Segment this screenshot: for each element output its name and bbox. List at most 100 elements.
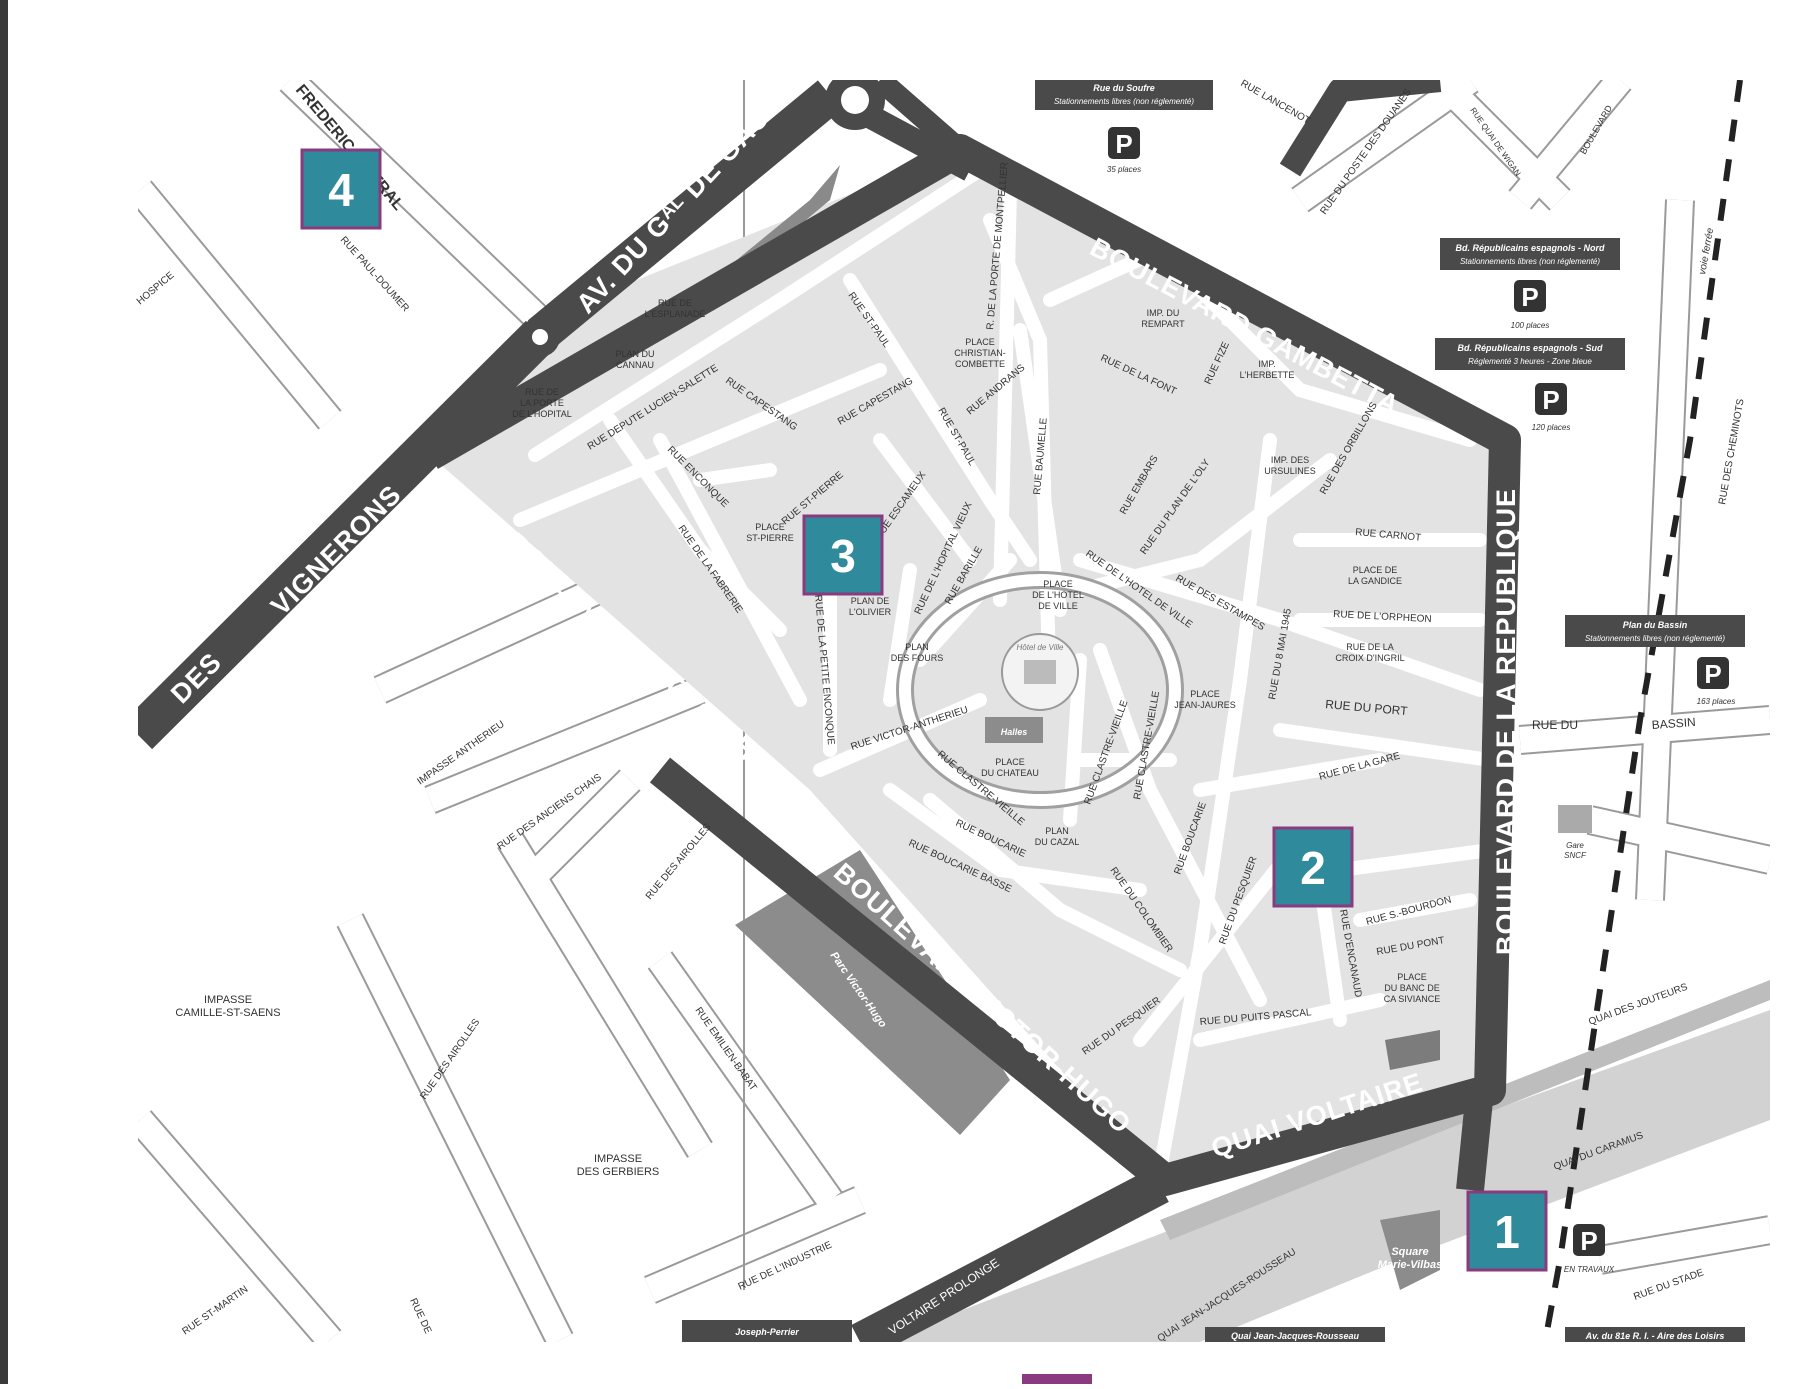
place-fours-2: DES FOURS [891,653,944,663]
parking-caption: EN TRAVAUX [1564,1265,1615,1274]
place-jean-jaures-2: JEAN-JAURES [1174,700,1236,710]
place-cazal-2: DU CAZAL [1035,837,1080,847]
parking-icon [1535,383,1567,415]
place-jean-jaures-1: PLACE [1190,689,1220,699]
bottom-label-panel [1565,1327,1745,1342]
place-croix-ingril-2: CROIX D'INGRIL [1335,653,1404,663]
place-banc-3: CA SIVIANCE [1384,994,1441,1004]
parking-en-travaux[interactable]: P EN TRAVAUX [1564,1224,1615,1274]
marker-label: 1 [1494,1206,1520,1258]
parking-subtitle: Stationnements libres (non réglementé) [1460,257,1600,266]
place-gandice-1: PLACE DE [1353,565,1398,575]
parking-title: Rue du Soufre [1093,83,1155,93]
place-banc-area [1385,1030,1440,1070]
parking-icon [1573,1224,1605,1256]
place-cannau-2: CANNAU [616,360,654,370]
parking-subtitle: Réglementé 3 heures - Zone bleue [1468,357,1592,366]
parking-panel [1440,238,1620,270]
marker-box [1466,1190,1548,1272]
parking-republicains-nord[interactable]: Bd. Républicains espagnols - Nord Statio… [1440,238,1620,330]
marker-1[interactable]: 1 [1466,1190,1548,1272]
parking-title: Bd. Républicains espagnols - Nord [1455,243,1605,253]
parking-panel [1565,615,1745,647]
place-christian-3: COMBETTE [955,359,1005,369]
place-olivier-1: PLAN DE [851,596,890,606]
place-gerbiers-1: IMPASSE [594,1153,642,1165]
place-imp-herbette-1: IMP. [1258,359,1275,369]
place-porte-hopital-2: LA PORTE [520,398,564,408]
gare-icon [1558,805,1592,833]
railway-line [1542,80,1743,1342]
label-hotel-de-ville: Hôtel de Ville [1017,643,1065,652]
marker-2[interactable]: 2 [1272,826,1354,908]
place-gerbiers-2: DES GERBIERS [577,1166,660,1178]
parking-symbol: P [1580,1226,1597,1256]
place-christian-1: PLACE [965,337,995,347]
bottom-label-panel [682,1320,852,1342]
parking-subtitle: Stationnements libres (non réglementé) [1585,634,1725,643]
place-chateau-2: DU CHATEAU [981,768,1039,778]
parking-panel [1035,80,1213,110]
parking-caption: 100 places [1511,321,1550,330]
place-gandice-2: LA GANDICE [1348,576,1402,586]
old-town-area [430,150,1510,1190]
bottom-label-text: Joseph-Perrier [735,1327,799,1337]
place-porte-hopital-3: DE L'HOPITAL [512,409,572,419]
parking-symbol: P [1542,385,1559,415]
place-imp-rempart-1: IMP. DU [1147,308,1180,318]
place-croix-ingril-1: RUE DE LA [1346,642,1394,652]
place-imp-rempart-2: REMPART [1141,319,1185,329]
bottom-label-joseph-perrier: Joseph-Perrier [682,1320,852,1342]
place-labels: RUE DE L'ESPLANADE PLAN DU CANNAU RUE DE… [175,298,1440,1178]
label-halles: Halles [1001,727,1028,737]
label-rue-du: RUE DU [1532,718,1578,732]
marker-3[interactable]: 3 [802,514,884,596]
parking-subtitle: Stationnements libres (non réglementé) [1054,97,1194,106]
place-banc-2: DU BANC DE [1384,983,1440,993]
square-marie-area [1380,1210,1440,1290]
parking-icon [1697,657,1729,689]
place-esplanade-2: L'ESPLANADE [645,309,706,319]
place-porte-hopital-1: RUE DE [525,387,559,397]
bottom-label-text: Quai Jean-Jacques-Rousseau [1231,1331,1360,1341]
halles-building [985,717,1043,743]
left-frame-bar [0,0,8,1384]
place-christian-2: CHRISTIAN- [954,348,1006,358]
label-bassin: BASSIN [1651,715,1696,732]
label-square-marie-1: Square [1391,1246,1428,1258]
place-fours-1: PLAN [905,642,929,652]
parking-symbol: P [1115,129,1132,159]
parking-title: Bd. Républicains espagnols - Sud [1457,343,1603,353]
bottom-label-quai-jjr: Quai Jean-Jacques-Rousseau [1205,1327,1385,1342]
bottom-label-aire-loisirs: Av. du 81e R. I. - Aire des Loisirs [1565,1327,1745,1342]
bottom-label-panel [1205,1327,1385,1342]
label-rue-orpheon: RUE DE L'ORPHEON [1333,609,1432,625]
parking-plan-du-bassin[interactable]: Plan du Bassin Stationnements libres (no… [1565,615,1745,706]
marker-4[interactable]: 4 [300,148,382,230]
marker-label: 2 [1300,842,1326,894]
place-hdv-2: DE L'HOTEL [1032,590,1084,600]
marker-box [1272,826,1354,908]
parking-republicains-sud[interactable]: Bd. Républicains espagnols - Sud Régleme… [1435,338,1625,432]
place-chateau-1: PLACE [995,757,1025,767]
place-esplanade-1: RUE DE [658,298,692,308]
marker-box [300,148,382,230]
place-camille-1: IMPASSE [204,994,252,1006]
parking-icon [1108,127,1140,159]
label-boulevard-republique: BOULEVARD DE LA REPUBLIQUE [1491,488,1521,955]
place-imp-herbette-2: L'HERBETTE [1240,370,1295,380]
page-indicator-fragment [1022,1374,1092,1386]
parking-symbol: P [1704,659,1721,689]
parc-victor-hugo-area [735,850,1010,1135]
parking-title: Plan du Bassin [1623,620,1688,630]
place-camille-2: CAMILLE-ST-SAENS [175,1007,280,1019]
parking-rue-du-soufre[interactable]: Rue du Soufre Stationnements libres (non… [1035,80,1213,174]
place-banc-1: PLACE [1397,972,1427,982]
marker-label: 3 [830,530,856,582]
roundabout-west-center [532,329,548,345]
label-gare-1: Gare [1566,841,1584,850]
parking-caption: 120 places [1532,423,1571,432]
marker-box [802,514,884,596]
